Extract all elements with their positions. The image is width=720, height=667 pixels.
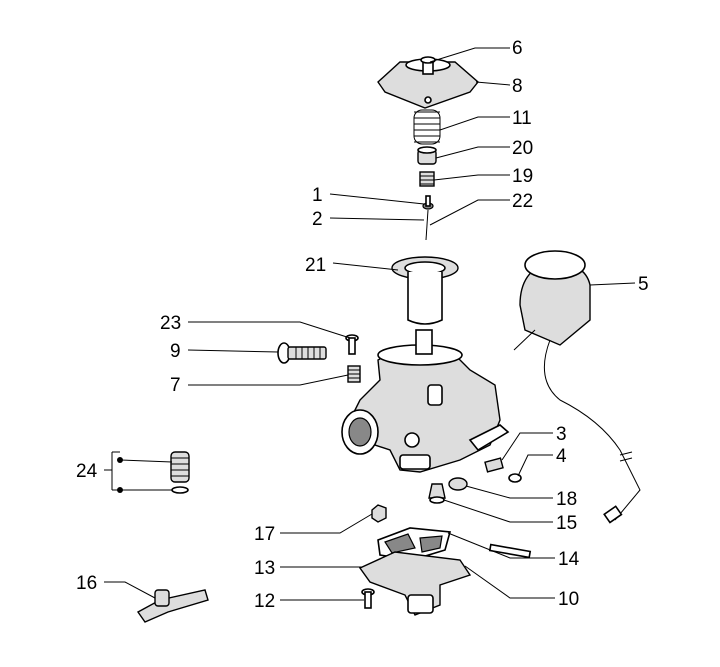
- label-24: 24: [76, 461, 98, 482]
- part-float-bowl: [358, 527, 472, 616]
- label-17: 17: [254, 524, 275, 545]
- label-9: 9: [170, 341, 181, 362]
- part-jet-18: [448, 477, 468, 491]
- part-needle-clip-1-2-22: [422, 195, 434, 241]
- part-spring-19: [419, 171, 435, 187]
- label-16: 16: [76, 573, 97, 594]
- part-elbow-16: [136, 589, 209, 623]
- part-nut-17: [371, 504, 387, 523]
- leader-lines: [104, 47, 636, 601]
- label-10: 10: [558, 589, 579, 610]
- part-carburetor-body: [341, 329, 510, 473]
- label-7: 7: [170, 375, 181, 396]
- part-diaphragm-21: [391, 256, 459, 325]
- label-18: 18: [556, 489, 577, 510]
- part-labels: 6 8 11 20 19 1 22 2 21 5 23 9 7 3 4 24 1…: [76, 38, 649, 612]
- label-8: 8: [512, 76, 523, 97]
- label-21: 21: [305, 255, 326, 276]
- label-6: 6: [512, 38, 523, 59]
- label-13: 13: [254, 558, 275, 579]
- part-screw-12: [361, 588, 375, 609]
- part-screw-3-4: [484, 457, 522, 483]
- label-19: 19: [512, 166, 533, 187]
- label-11: 11: [512, 108, 532, 129]
- label-5: 5: [638, 274, 649, 295]
- label-12: 12: [254, 591, 275, 612]
- part-24: [170, 451, 190, 494]
- part-screw-6: [420, 56, 436, 75]
- label-1: 1: [312, 185, 323, 206]
- part-retainer-20: [417, 146, 437, 165]
- part-screw-9: [277, 342, 327, 364]
- label-20: 20: [512, 138, 533, 159]
- label-22: 22: [512, 191, 533, 212]
- part-spring-11: [413, 109, 441, 145]
- part-spring-7: [347, 365, 361, 383]
- part-choke-5: [513, 250, 641, 524]
- label-23: 23: [160, 313, 181, 334]
- label-15: 15: [556, 513, 577, 534]
- part-jet-15: [428, 483, 446, 504]
- label-2: 2: [312, 209, 323, 230]
- part-screw-23: [345, 334, 359, 355]
- label-4: 4: [556, 446, 567, 467]
- label-14: 14: [558, 549, 580, 570]
- label-3: 3: [556, 424, 567, 445]
- part-pin-14: [488, 543, 532, 559]
